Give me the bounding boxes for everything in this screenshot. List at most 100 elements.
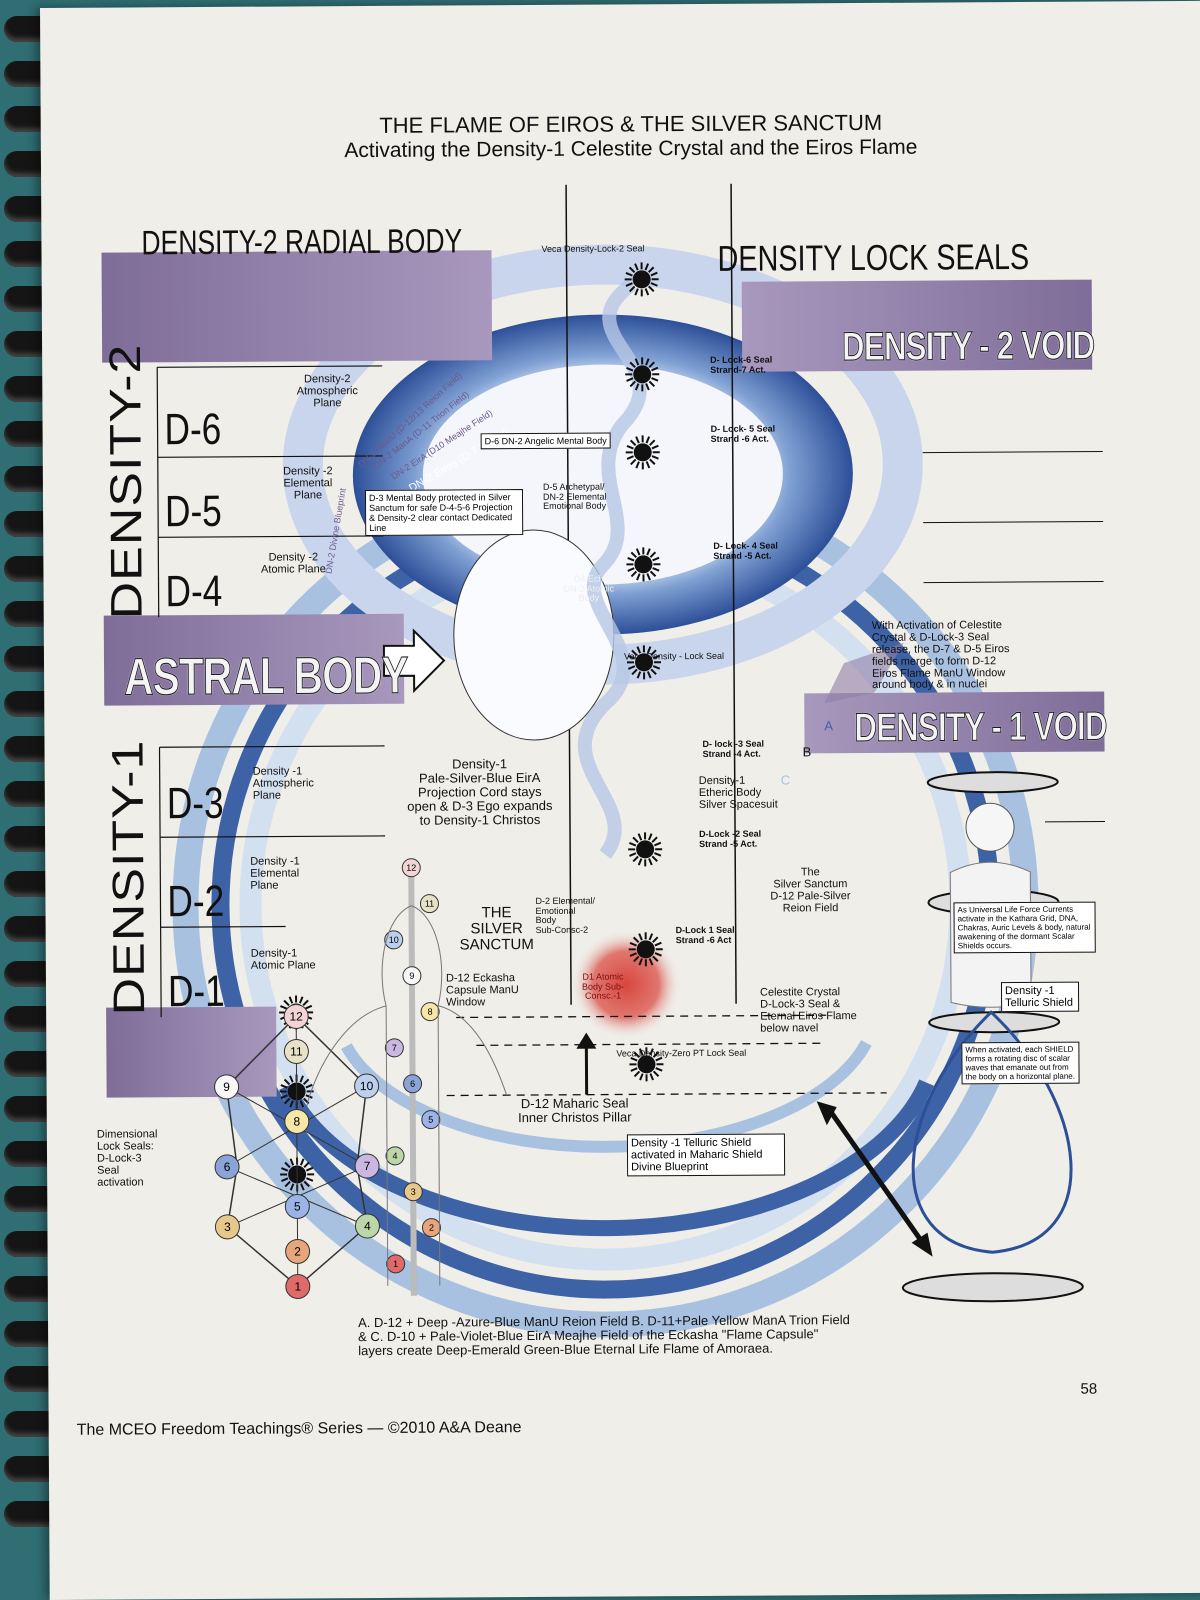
- astral-body-label: ASTRAL BODY: [123, 646, 408, 707]
- kathara-node: [283, 1038, 309, 1064]
- chakra-node: [401, 858, 421, 878]
- right-header: DENSITY LOCK SEALS: [717, 235, 1030, 279]
- caption: A. D-12 + Deep -Azure-Blue ManU Reion Fi…: [357, 1312, 850, 1359]
- kathara-node-number: 5: [294, 1199, 301, 1213]
- lock-seal-sun-icon: [628, 832, 663, 867]
- arc-a-label: A: [824, 718, 834, 734]
- arc-c-label: C: [780, 772, 791, 788]
- lock-seal-sun-icon: [626, 547, 661, 582]
- chakra-node: [419, 894, 439, 914]
- kathara-node-number: 8: [293, 1114, 300, 1128]
- kathara-node-number: 3: [224, 1220, 231, 1234]
- page-number: 58: [1080, 1380, 1098, 1398]
- lock-5-label: D- Lock- 5 Seal Strand -6 Act.: [710, 423, 776, 444]
- chakra-node-number: 10: [389, 935, 399, 945]
- lock-seal-sun-icon: [625, 435, 660, 470]
- kathara-node-number: 7: [364, 1159, 371, 1173]
- density-1-lower-bar: [106, 1006, 277, 1098]
- lock-seal-sun-icon: [627, 645, 662, 680]
- kathara-node: [214, 1154, 240, 1180]
- lock-6-label: D- Lock-6 Seal Strand-7 Act.: [710, 354, 773, 375]
- kathara-node-number: 12: [289, 1009, 303, 1023]
- d4-plane: Density -2 Atomic Plane: [260, 551, 326, 576]
- chakra-node: [403, 1182, 423, 1202]
- chakra-node-number: 7: [392, 1043, 397, 1053]
- d1-label: D-1: [167, 966, 225, 1017]
- d5-label: D-5: [164, 486, 222, 537]
- page-title: THE FLAME OF EIROS & THE SILVER SANCTUM: [379, 109, 883, 138]
- density-1-void-label: DENSITY - 1 VOID: [854, 704, 1107, 751]
- kathara-node: [214, 1074, 240, 1100]
- etheric-body-label: Density-1 Etheric Body Silver Spacesuit: [698, 774, 778, 811]
- projection-cord-label: Density-1 Pale-Silver-Blue EirA Projecti…: [407, 756, 553, 828]
- lock-seal-sun-icon: [628, 932, 663, 967]
- chakra-node: [403, 1074, 423, 1094]
- d4-label: D-4: [165, 566, 223, 617]
- chakra-node-number: 6: [410, 1079, 415, 1089]
- astral-arrow-icon: [382, 628, 446, 694]
- chakra-node-number: 9: [409, 971, 414, 981]
- chakra-node: [386, 1254, 406, 1274]
- astral-body-bar: [103, 613, 405, 706]
- chakra-node: [421, 1218, 441, 1238]
- chakra-node-number: 11: [425, 899, 434, 909]
- kathara-node: [285, 1238, 311, 1264]
- density-1-vertical: DENSITY-1: [103, 739, 155, 1016]
- kathara-node: [284, 1108, 310, 1134]
- d2-plane: Density -1 Elemental Plane: [250, 855, 300, 892]
- lock-seal-sun-icon: [625, 357, 660, 392]
- celestite-activation-label: With Activation of Celestite Crystal & D…: [871, 619, 1010, 692]
- veca-zero-label: Veca Density-Zero PT Lock Seal: [616, 1047, 747, 1059]
- universal-life-box: As Universal Life Force Currents activat…: [953, 901, 1096, 954]
- chakra-node-number: 5: [428, 1115, 433, 1125]
- d2-label: D-2: [167, 876, 225, 927]
- density-1-void-bar: [804, 691, 1105, 754]
- lock-3-label: D- lock -3 Seal Strand -4 Act.: [702, 738, 765, 759]
- kathara-node-number: 11: [290, 1044, 303, 1058]
- maharic-seal-label: D-12 Maharic Seal Inner Christos Pillar: [518, 1095, 632, 1126]
- kathara-node-number: 1: [294, 1279, 301, 1293]
- telluric-shield-box: Density -1 Telluric Shield: [1000, 981, 1080, 1013]
- left-header: DENSITY-2 RADIAL BODY: [141, 222, 463, 263]
- kathara-node: [283, 1003, 309, 1029]
- d3-label: D-3: [166, 778, 224, 829]
- kathara-node-number: 6: [224, 1160, 231, 1174]
- chakra-node: [421, 1110, 441, 1130]
- chakra-node: [385, 1146, 405, 1166]
- lock-1-label: D-Lock 1 Seal Strand -6 Act: [675, 924, 735, 945]
- chakra-node-number: 4: [392, 1151, 397, 1161]
- kathara-node: [354, 1073, 380, 1099]
- chakra-node-number: 12: [406, 863, 416, 873]
- silver-sanctum-reion-label: The Silver Sanctum D-12 Pale-Silver Reio…: [770, 866, 851, 915]
- chakra-node: [420, 1002, 440, 1022]
- kathara-node-number: 2: [294, 1244, 301, 1258]
- kathara-node: [214, 1214, 240, 1240]
- dimensional-lock-seals-label: Dimensional Lock Seals: D-Lock-3 Seal ac…: [96, 1128, 158, 1189]
- kathara-node-number: 4: [364, 1219, 371, 1233]
- density-2-void-bar: [741, 279, 1093, 372]
- page-subtitle: Activating the Density-1 Celestite Cryst…: [344, 135, 918, 163]
- kathara-node: [354, 1213, 380, 1239]
- telluric-activated-box: Density -1 Telluric Shield activated in …: [626, 1133, 786, 1177]
- eckasha-label: D-12 Eckasha Capsule ManU Window: [445, 972, 519, 1009]
- kathara-node: [284, 1193, 310, 1219]
- lock-seal-sun-icon: [629, 1047, 664, 1082]
- d1-plane: Density-1 Atomic Plane: [250, 947, 316, 972]
- chakra-node-number: 1: [393, 1259, 398, 1269]
- veca-lock-label: Veca Density - Lock Seal: [623, 650, 725, 662]
- d3-plane: Density -1 Atmospheric Plane: [252, 765, 314, 802]
- d6-dn2-box: D-6 DN-2 Angelic Mental Body: [480, 432, 611, 450]
- chakra-node-number: 3: [411, 1187, 416, 1197]
- d3-mental-box: D-3 Mental Body protected in Silver Sanc…: [364, 489, 524, 537]
- dn2-atomic-label: D4 Ech DN-2 Atomic Body: [563, 573, 615, 604]
- kathara-node-number: 9: [223, 1080, 230, 1094]
- density-2-header-bar: [101, 250, 493, 363]
- shield-desc-box: When activated, each SHIELD forms a rota…: [961, 1041, 1080, 1085]
- chakra-node-number: 2: [429, 1223, 434, 1233]
- kathara-node: [354, 1153, 380, 1179]
- footer: The MCEO Freedom Teachings® Series — ©20…: [76, 1419, 522, 1439]
- chakra-node: [384, 930, 404, 950]
